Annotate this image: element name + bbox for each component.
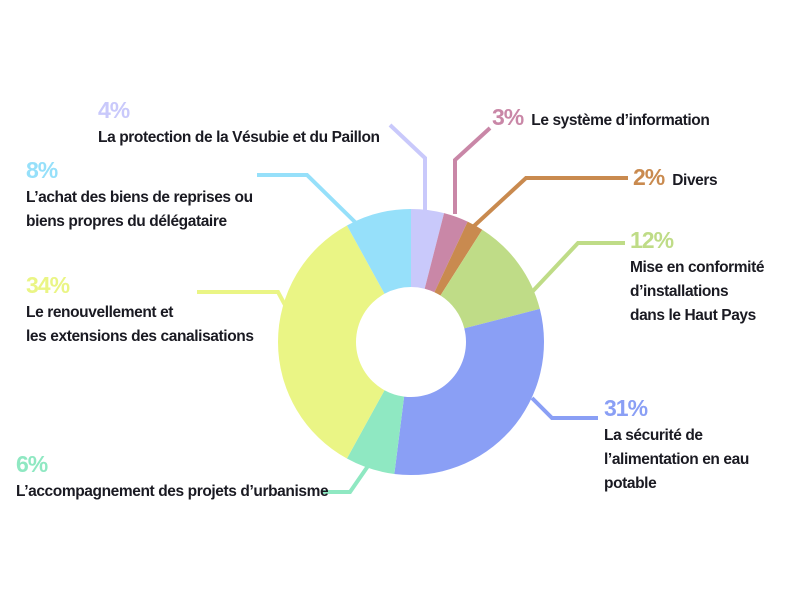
slice-label-line: dans le Haut Pays — [630, 307, 756, 324]
label-slice-7: 8% L’achat des biens de reprises ou bien… — [26, 158, 253, 234]
pct-label: 12% — [630, 227, 674, 253]
donut-slice-3 — [440, 229, 540, 329]
slice-label-line: Mise en conformité — [630, 259, 765, 276]
donut-slice-5 — [346, 390, 405, 474]
slice-label-line: l’alimentation en eau — [604, 451, 749, 468]
leader-line-0 — [388, 123, 427, 212]
slice-label-line: potable — [604, 475, 657, 492]
label-slice-5: 6% L’accompagnement des projets d’urbani… — [16, 451, 329, 504]
slice-label: Le système d’information — [531, 112, 710, 129]
pct-label: 34% — [26, 272, 70, 298]
donut-slice-7 — [346, 209, 411, 294]
leader-line-6 — [197, 290, 294, 319]
slice-label: La protection de la Vésubie et du Paillo… — [98, 129, 380, 146]
label-slice-4: 31% La sécurité de l’alimentation en eau… — [604, 396, 749, 496]
slice-label-line: La sécurité de — [604, 427, 703, 444]
label-slice-6: 34% Le renouvellement et les extensions … — [26, 273, 254, 349]
slice-label: L’accompagnement des projets d’urbanisme — [16, 483, 329, 500]
label-slice-3: 12% Mise en conformité d’installations d… — [630, 228, 764, 328]
label-slice-1: 3% Le système d’information — [492, 104, 710, 133]
leader-line-5 — [323, 464, 370, 494]
label-slice-0: 4% La protection de la Vésubie et du Pai… — [98, 98, 380, 150]
slice-label-line: d’installations — [630, 283, 729, 300]
slice-label-line: biens propres du délégataire — [26, 213, 227, 230]
slice-label-line: Le renouvellement et — [26, 304, 174, 321]
pct-label: 4% — [98, 97, 130, 123]
leader-line-3 — [530, 241, 625, 294]
donut-slice-2 — [434, 221, 483, 296]
pct-label: 8% — [26, 157, 58, 183]
donut-slice-0 — [411, 209, 445, 289]
pct-label: 3% — [492, 104, 524, 130]
donut-slice-6 — [278, 225, 385, 459]
leader-line-1 — [453, 126, 492, 214]
donut-slice-1 — [424, 213, 468, 293]
donut-slice-4 — [394, 308, 544, 475]
leader-line-2 — [472, 176, 628, 228]
pct-label: 2% — [633, 164, 665, 190]
pct-label: 31% — [604, 395, 648, 421]
slice-label-line: L’achat des biens de reprises ou — [26, 189, 253, 206]
pct-label: 6% — [16, 451, 48, 477]
slice-label-line: les extensions des canalisations — [26, 328, 254, 345]
label-slice-2: 2% Divers — [633, 164, 718, 193]
leader-line-4 — [530, 396, 598, 420]
leader-line-7 — [257, 173, 359, 226]
slice-label: Divers — [672, 172, 718, 189]
